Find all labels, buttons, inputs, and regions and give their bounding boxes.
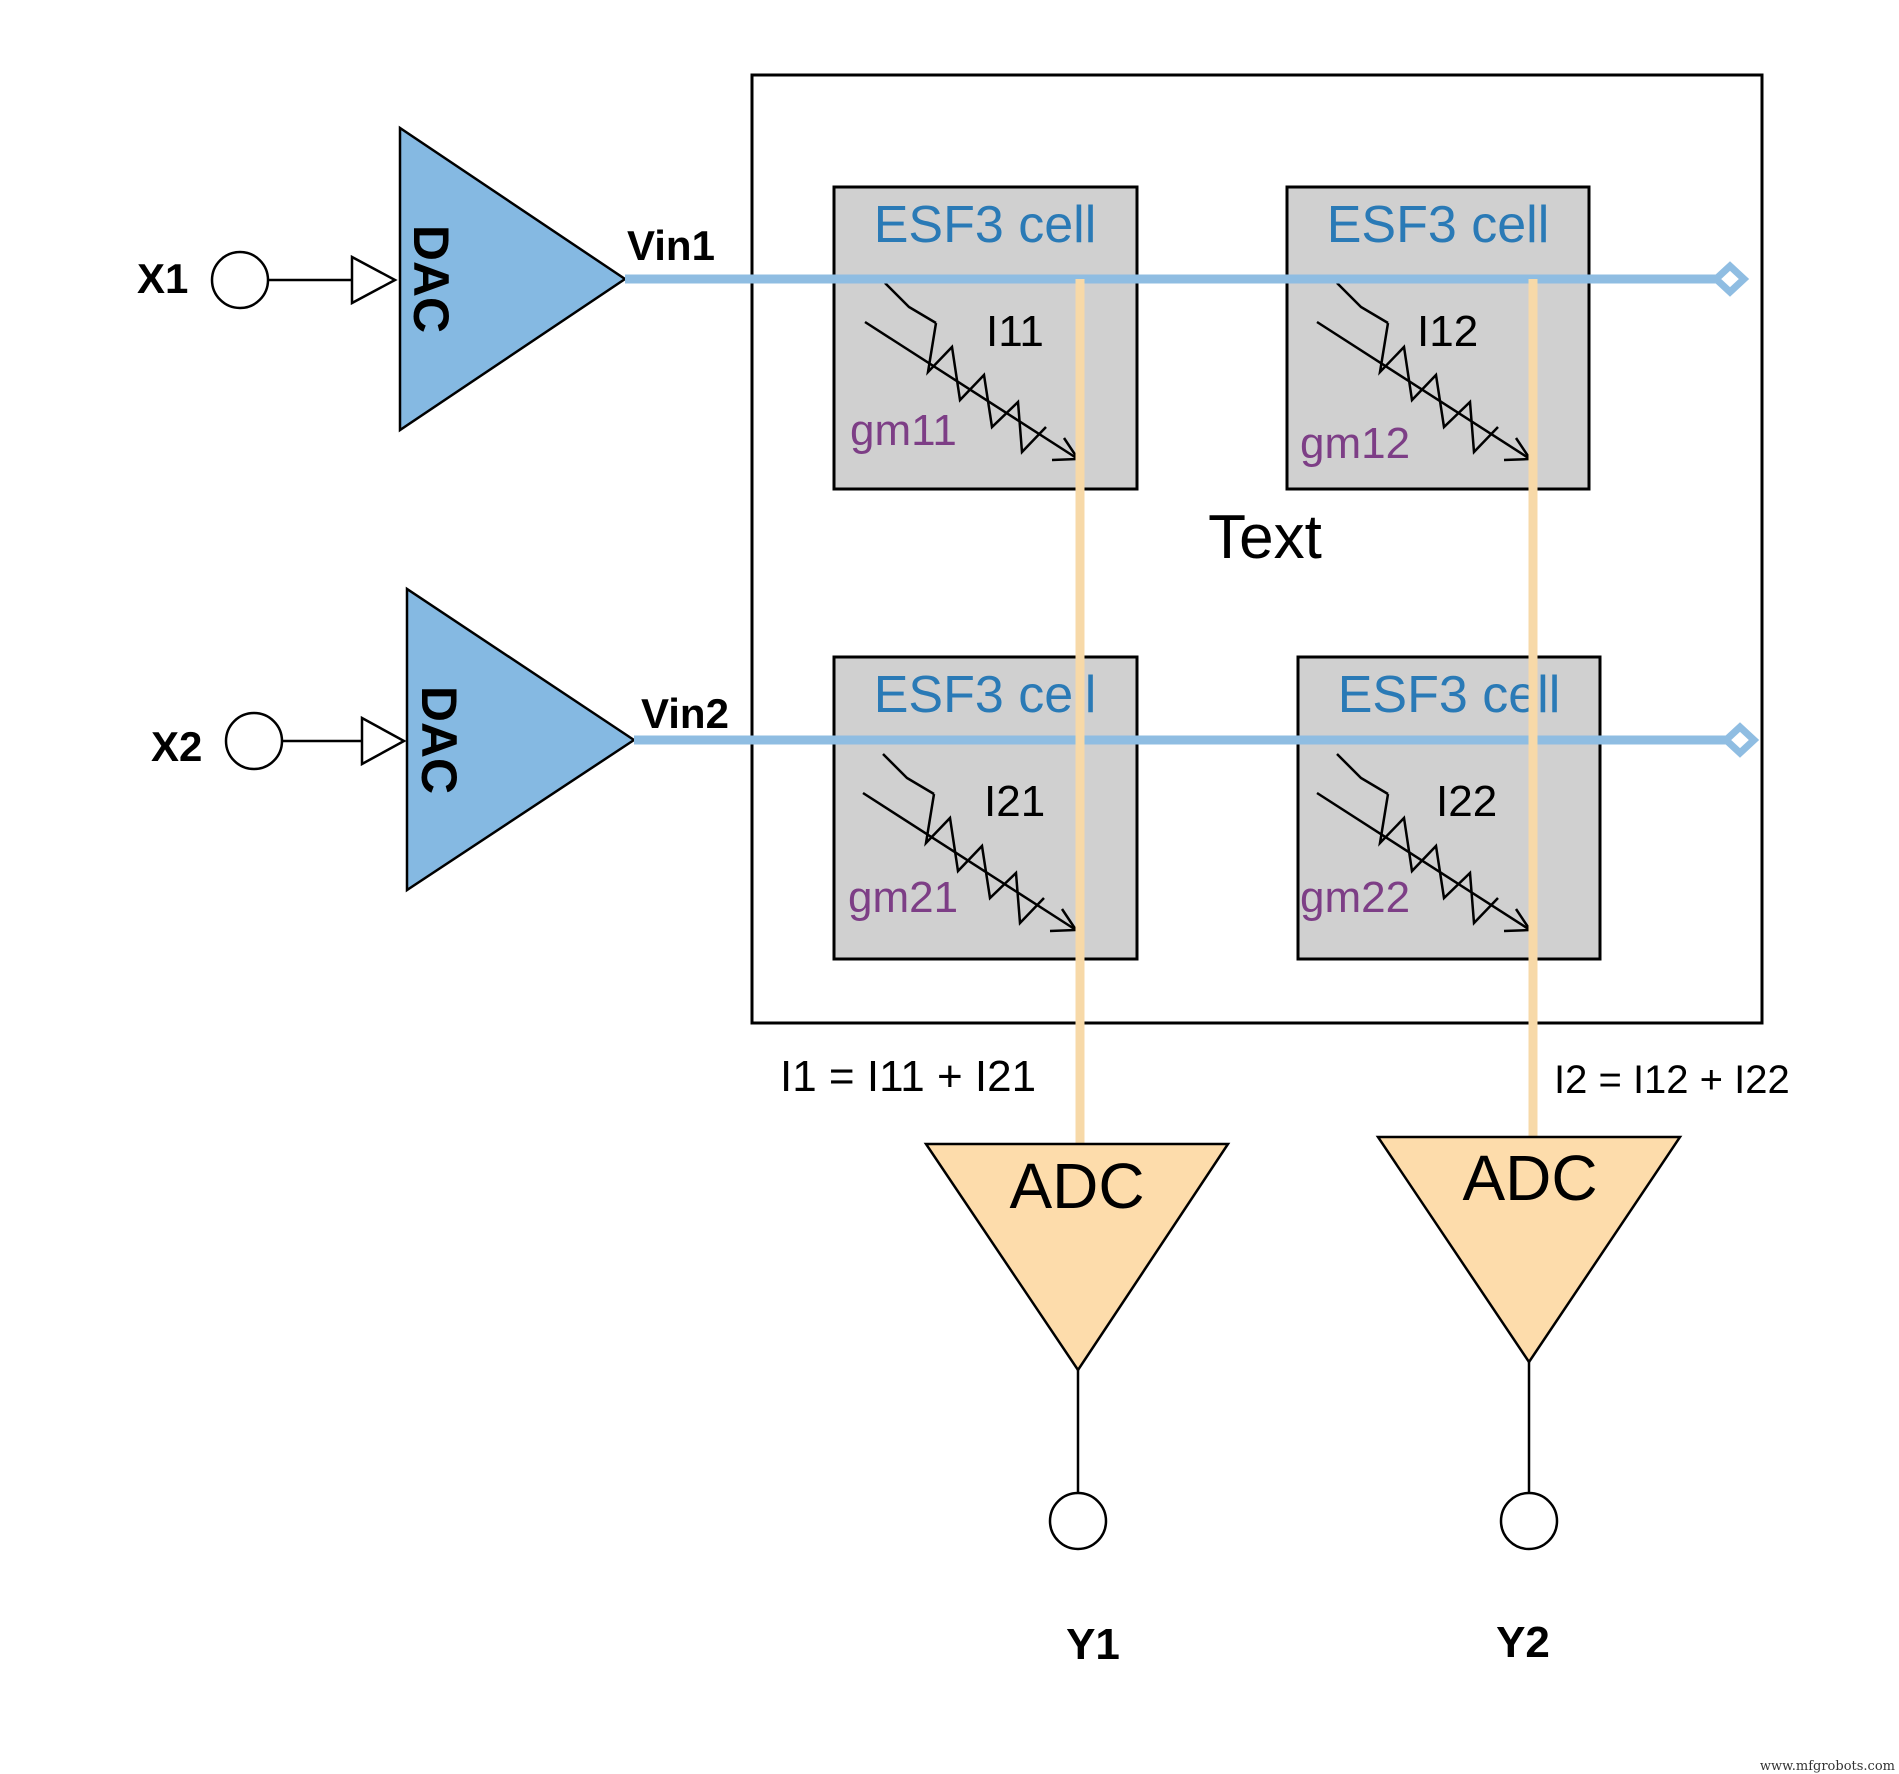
cell-12: ESF3 cell I12 gm12 xyxy=(1285,185,1591,491)
output-y1-terminal xyxy=(1048,1491,1108,1551)
output-y2-terminal xyxy=(1499,1491,1559,1551)
vin1-label: Vin1 xyxy=(627,222,715,269)
input-x2-label: X2 xyxy=(151,723,202,770)
cell-gm-label: gm22 xyxy=(1300,873,1410,922)
sum-equation-1: I1 = I11 + I21 xyxy=(780,1052,1036,1101)
cell-current-label: I21 xyxy=(984,777,1045,826)
input-x2-terminal xyxy=(224,711,284,771)
output-y1-label: Y1 xyxy=(1066,1620,1120,1669)
vin2-label: Vin2 xyxy=(641,690,729,737)
input-x2-arrowhead xyxy=(360,715,407,767)
dac-1-triangle xyxy=(398,125,628,433)
vin1-line-end-diamond xyxy=(1710,261,1750,297)
cell-22: ESF3 cell I22 gm22 xyxy=(1296,655,1602,961)
cell-gm-label: gm12 xyxy=(1300,419,1410,468)
cell-gm-label: gm11 xyxy=(850,406,957,455)
dac-1-label: DAC xyxy=(403,225,459,333)
adc-2-label: ADC xyxy=(1462,1142,1597,1214)
input-row-1: X1 DAC Vin1 xyxy=(137,125,715,433)
adc-2-triangle xyxy=(1375,1135,1683,1365)
dac-2-triangle xyxy=(405,586,637,893)
cell-box xyxy=(832,185,1139,491)
cell-box xyxy=(1296,655,1602,961)
watermark-text: www.mfgrobots.com xyxy=(1760,1759,1895,1774)
cell-box xyxy=(1285,185,1591,491)
output-2: ADC Y2 xyxy=(1375,1135,1683,1667)
input-x1-terminal xyxy=(210,250,270,310)
crossbar-frame xyxy=(750,73,1764,1025)
cell-gm-label: gm21 xyxy=(848,873,958,922)
cell-11: ESF3 cell I11 gm11 xyxy=(832,185,1139,491)
crossbar-center-text: Text xyxy=(1208,503,1322,572)
dac-2-label: DAC xyxy=(411,686,467,794)
input-x1-arrowhead xyxy=(350,254,398,306)
adc-1-label: ADC xyxy=(1009,1150,1144,1222)
sum-equation-2: I2 = I12 + I22 xyxy=(1554,1058,1790,1102)
cell-current-label: I22 xyxy=(1436,777,1497,826)
cell-title: ESF3 cell xyxy=(1338,666,1561,724)
adc-1-triangle xyxy=(923,1142,1231,1373)
cell-title: ESF3 cell xyxy=(874,666,1097,724)
input-row-2: X2 DAC Vin2 xyxy=(151,586,729,893)
output-y2-label: Y2 xyxy=(1496,1618,1550,1667)
cell-title: ESF3 cell xyxy=(874,196,1097,254)
input-x1-label: X1 xyxy=(137,255,188,302)
cell-current-label: I12 xyxy=(1417,307,1478,356)
cell-current-label: I11 xyxy=(986,307,1044,356)
cell-21: ESF3 cell I21 gm21 xyxy=(832,655,1139,961)
cell-title: ESF3 cell xyxy=(1327,196,1550,254)
output-1: ADC Y1 xyxy=(923,1142,1231,1669)
vin2-line-end-diamond xyxy=(1720,722,1760,758)
